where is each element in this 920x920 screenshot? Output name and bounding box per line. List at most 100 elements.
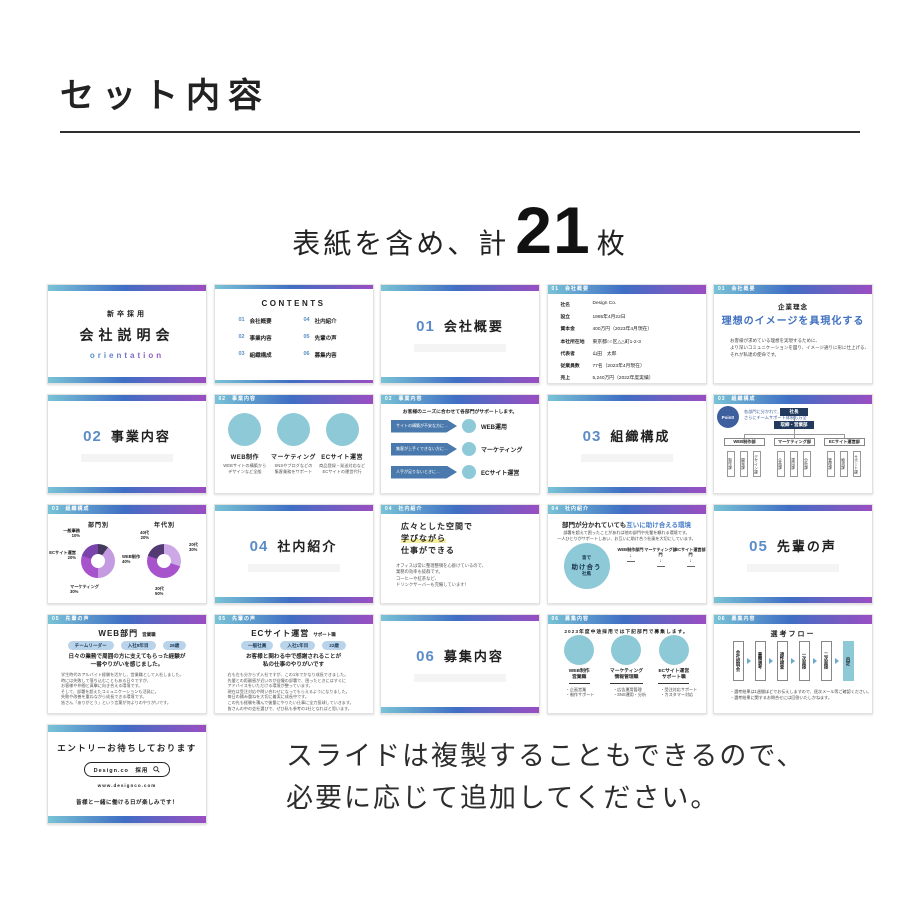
arrow-right-icon [791, 658, 795, 664]
voice-badges: 一般社員 入社1年目 22歳 [215, 641, 373, 650]
lead-text: お客様のニーズに合わせて各部門がサポートします。 [402, 410, 518, 415]
slide-thumb-voice-web: 05 先輩の声 WEB部門営業職 チームリーダー 入社8年目 28歳 日々の業務… [47, 614, 207, 714]
slide-header: 03 組織構成 [714, 395, 872, 404]
donut-chart-age [147, 544, 181, 578]
teamwork-column: マーケティング部門↓ [644, 547, 678, 567]
arrow-right-icon: 人手が足りないときに… [391, 465, 457, 479]
title-underline [60, 131, 860, 133]
gradient-bar [48, 285, 206, 291]
gradient-bar [547, 395, 706, 401]
gradient-bar [214, 597, 373, 603]
entry-title: エントリーお待ちしております [57, 743, 197, 753]
divider-band [580, 454, 673, 462]
philosophy-body: お客様が求めている理想を実現するために、 より深いコミュニケーションを図り、イメ… [730, 338, 870, 357]
entry-url: www.designco.com [97, 783, 157, 788]
org-branch: WEB制作部 [724, 438, 765, 446]
count-suffix: 枚 [596, 228, 628, 259]
section-number: 05 [749, 538, 768, 555]
org-sub-box: 開発課 [740, 451, 748, 477]
gradient-bar [48, 377, 206, 383]
entry-message: 皆様と一緒に働ける日が楽しみです！ [75, 800, 178, 806]
recruit-item: マーケティング情報管理職・広告運用管理・SNS運用・分析 [603, 635, 650, 698]
badge: 入社8年目 [120, 641, 156, 650]
footer-note: スライドは複製することもできるので、 必要に応じて追加してください。 [286, 741, 806, 813]
teamwork-column: WEB制作部門↓ [614, 547, 648, 562]
slide-count-line: 表紙を含め、計 21 枚 [0, 192, 920, 268]
section-number: 02 [83, 428, 102, 445]
voice-badges: チームリーダー 入社8年目 28歳 [48, 641, 206, 650]
contents-title: CONTENTS [261, 299, 326, 308]
flow-step: 書類選考 [754, 641, 766, 681]
teamwork-title: 部門が分かれていても互いに助け合える環境 [561, 522, 692, 529]
circle-graphic [658, 635, 689, 665]
gradient-bar [48, 816, 206, 823]
arrow-down-icon: ↓ [689, 558, 692, 564]
philosophy-title: 企業理念 [778, 304, 808, 311]
gradient-bar [714, 505, 872, 511]
voice-body: 学生時代のアルバイト経験を活かし、営業職として入社しました。時には失敗して落ち込… [61, 672, 184, 705]
org-sub-box: 物流課 [840, 451, 848, 477]
slide-header: 04 社内紹介 [381, 505, 539, 514]
badge: 一般社員 [240, 641, 274, 650]
org-sub-box: 制作課 [727, 451, 735, 477]
section-title: 会社概要 [443, 319, 504, 334]
divider-band [414, 344, 506, 352]
circle-graphic [462, 419, 476, 433]
divider-band [247, 564, 340, 572]
arrow-right-icon [769, 658, 773, 664]
gradient-bar [48, 725, 206, 732]
donut-title-left: 部門別 [88, 523, 110, 529]
slide-header: 03 組織構成 [48, 505, 206, 514]
divider-band [414, 674, 506, 682]
search-box-graphic: Design.co 採用 [83, 762, 171, 777]
support-row: 人手が足りないときに…ECサイト運営 [391, 465, 519, 479]
gradient-bar [48, 395, 206, 401]
flow-steps: 会社説明会 書類選考 適性検査 一次面接 二次面接 内定 [714, 641, 872, 681]
search-icon [153, 766, 160, 773]
slide-header: 02 事業内容 [381, 395, 539, 404]
arrow-right-icon: 集客が上手くできない方に… [391, 442, 457, 456]
recruit-item: WEB制作営業職・企画営業・制作サポート [556, 635, 603, 698]
gradient-bar [714, 597, 872, 603]
circle-graphic [325, 413, 359, 446]
org-sub-box: サポート課 [853, 451, 861, 477]
section-title: 組織構成 [610, 429, 671, 444]
lead-text: 2023年度中途採用では下記部門で募集します。 [564, 630, 689, 635]
org-top-box: 社長 [780, 408, 808, 416]
slide-thumb-teamwork: 04 社内紹介 部門が分かれていても互いに助け合える環境 部署を超えて困ったこと… [546, 504, 707, 604]
voice-quote: 日々の業務で周囲の方に支えてもらった経験が一番やりがいを感じました。 [68, 654, 186, 668]
circle-graphic [462, 465, 476, 479]
slide-thumb-business-support: 02 事業内容 お客様のニーズに合わせて各部門がサポートします。 サイトの構築が… [380, 394, 540, 494]
section-number: 06 [416, 648, 435, 665]
flow-step: 一次面接 [798, 641, 810, 681]
section-title: 社内紹介 [277, 539, 338, 554]
slide-thumb-philosophy: 01 会社概要 企業理念 理想のイメージを具現化する お客様が求めている理想を実… [713, 284, 873, 384]
flow-notes: ・選考結果は1週間ほどでお伝えしますので、逐次メール等ご確認ください。・選考結果… [730, 689, 872, 700]
donut-chart-department [81, 544, 115, 578]
page-title: セット内容 [60, 77, 270, 115]
gradient-bar [214, 505, 373, 511]
circle-graphic [564, 635, 595, 665]
slide-header: 01 会社概要 [547, 285, 706, 294]
office-line: 広々とした空間で [401, 522, 473, 531]
org-second-box: 取締・営業部 [774, 421, 814, 429]
voice-title: ECサイト運営サポート職 [251, 629, 336, 638]
